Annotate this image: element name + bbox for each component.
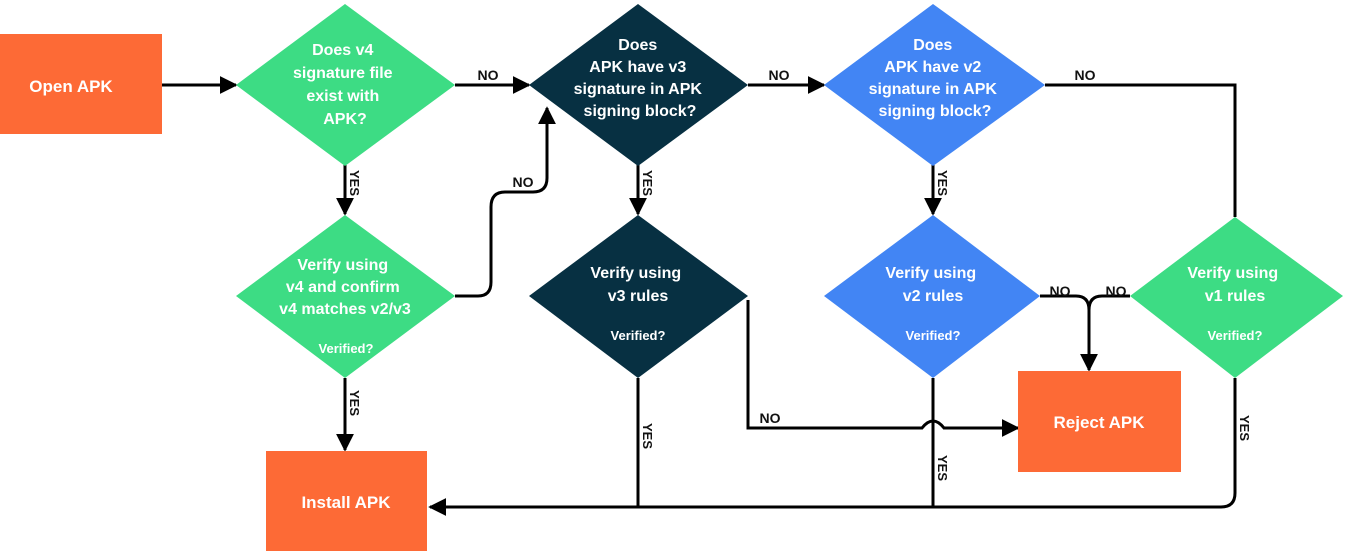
label-yes-verify-v4: YES (347, 390, 362, 416)
question-v2-line-4: signing block? (879, 103, 992, 120)
verify-v1: Verify using v1 rules Verified? (1130, 217, 1343, 378)
label-no-verify-v2: NO (1050, 283, 1071, 299)
connectors (162, 76, 1237, 516)
verify-v4-line-3: v4 matches v2/v3 (279, 301, 411, 318)
verify-v1-line-1: Verify using (1187, 265, 1278, 282)
question-v4: Does v4 signature file exist with APK? (236, 4, 455, 166)
install-apk-label: Install APK (301, 493, 391, 512)
verify-v3-verified: Verified? (611, 328, 666, 343)
label-yes-verify-v3: YES (640, 423, 655, 449)
question-v4-diamond (236, 4, 455, 166)
edge-verify-v2-no (1040, 294, 1098, 372)
edge-v2-no-to-v1 (1045, 83, 1237, 217)
label-yes-verify-v1: YES (1237, 415, 1252, 441)
question-v3-text: Does APK have v3 signature in APK signin… (574, 37, 707, 120)
label-no-v2: NO (1075, 67, 1096, 83)
question-v4-line-3: exist with (306, 88, 379, 105)
open-apk-box: Open APK (0, 34, 162, 134)
verify-v3: Verify using v3 rules Verified? (529, 215, 748, 378)
label-no-verify-v4: NO (513, 174, 534, 190)
question-v4-line-1: Does v4 (312, 42, 373, 59)
verify-v4: Verify using v4 and confirm v4 matches v… (236, 215, 455, 378)
install-apk-box: Install APK (266, 451, 427, 551)
open-apk-rect (0, 34, 162, 134)
open-apk-label: Open APK (29, 77, 113, 96)
question-v2-line-1: Does (913, 37, 952, 54)
label-yes-v2: YES (935, 170, 950, 196)
verify-v1-verified: Verified? (1208, 328, 1263, 343)
reject-apk-box: Reject APK (1018, 371, 1181, 472)
verify-v3-line-1: Verify using (590, 265, 681, 282)
question-v2: Does APK have v2 signature in APK signin… (824, 4, 1045, 166)
label-yes-v3: YES (640, 170, 655, 196)
verify-v4-diamond (236, 215, 455, 378)
label-yes-verify-v2: YES (935, 455, 950, 481)
verify-v2: Verify using v2 rules Verified? (824, 215, 1040, 378)
verify-v4-verified: Verified? (319, 341, 374, 356)
question-v4-text: Does v4 signature file exist with APK? (293, 42, 397, 128)
question-v3: Does APK have v3 signature in APK signin… (529, 4, 748, 166)
question-v4-line-2: signature file (293, 65, 393, 82)
label-no-verify-v1: NO (1106, 283, 1127, 299)
verify-v3-text: Verify using v3 rules (590, 265, 685, 305)
verify-v2-diamond (824, 215, 1040, 378)
question-v2-diamond (824, 4, 1045, 166)
verify-v1-line-2: v1 rules (1205, 288, 1266, 305)
edge-verify-v3-no (746, 300, 1020, 437)
question-v3-diamond (529, 4, 748, 166)
question-v3-line-3: signature in APK (574, 81, 703, 98)
question-v3-line-2: APK have v3 (589, 59, 686, 76)
question-v3-line-4: signing block? (584, 103, 697, 120)
reject-apk-label: Reject APK (1053, 413, 1145, 432)
verify-v3-line-2: v3 rules (608, 288, 669, 305)
label-no-v4: NO (478, 67, 499, 83)
verify-v4-line-2: v4 and confirm (286, 279, 400, 296)
verify-v3-diamond (529, 215, 748, 378)
edge-verify-v1-no (1087, 294, 1130, 311)
verify-v4-line-1: Verify using (297, 257, 388, 274)
verify-v2-line-2: v2 rules (903, 288, 964, 305)
verify-v2-verified: Verified? (906, 328, 961, 343)
edge-labels: NO NO NO NO NO NO NO YES YES YES YES YES… (347, 67, 1252, 481)
question-v2-line-3: signature in APK (869, 81, 998, 98)
verify-v2-text: Verify using v2 rules (885, 265, 980, 305)
install-apk-rect (266, 451, 427, 551)
reject-apk-rect (1018, 371, 1181, 472)
question-v2-line-2: APK have v2 (884, 59, 981, 76)
label-no-v3: NO (769, 67, 790, 83)
question-v2-text: Does APK have v2 signature in APK signin… (869, 37, 1002, 120)
label-no-verify-v3: NO (760, 410, 781, 426)
label-yes-v4: YES (347, 170, 362, 196)
verify-v2-line-1: Verify using (885, 265, 976, 282)
verify-v1-diamond (1130, 217, 1343, 378)
question-v3-line-1: Does (618, 37, 657, 54)
verify-v4-text: Verify using v4 and confirm v4 matches v… (279, 257, 411, 318)
question-v4-line-4: APK? (323, 111, 367, 128)
edge-verify-v1-yes (428, 378, 1237, 516)
verify-v1-text: Verify using v1 rules (1187, 265, 1282, 305)
edge-verify-v4-no (455, 106, 556, 298)
